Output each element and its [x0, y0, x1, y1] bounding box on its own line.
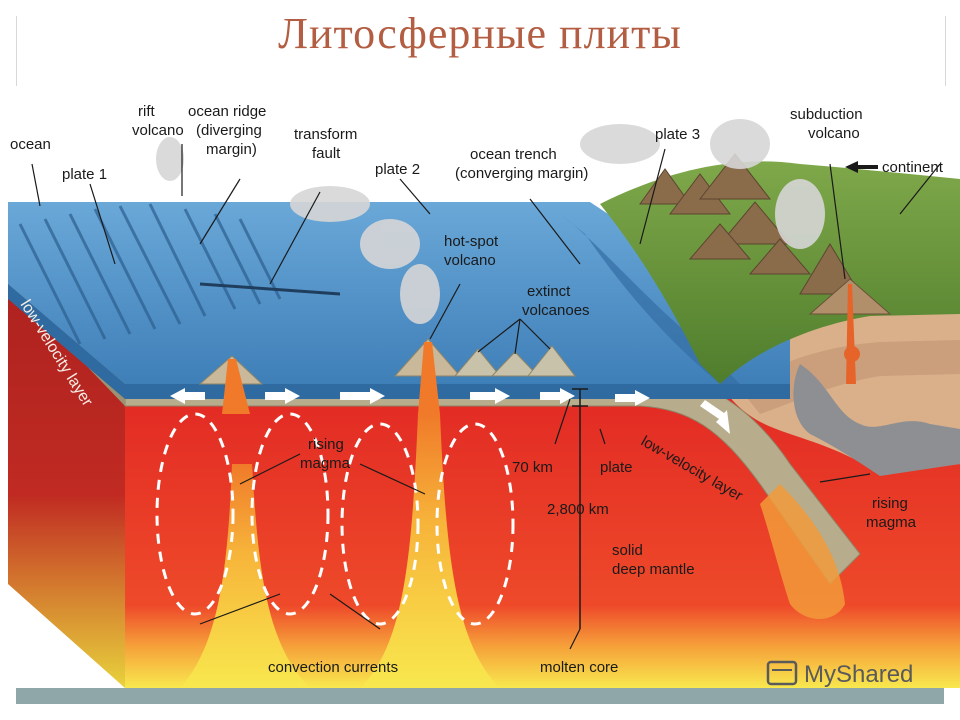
label-hot-spot-volcano: volcano — [444, 252, 496, 269]
label-2800km: 2,800 km — [547, 501, 609, 518]
label-extinct: extinct — [527, 283, 571, 300]
label-rift-volcano: volcano — [132, 122, 184, 139]
label-magma-right: magma — [866, 514, 917, 531]
hot-spot-volcano — [393, 338, 462, 414]
magma-plume-center — [360, 414, 500, 688]
label-70km: 70 km — [512, 459, 553, 476]
label-ocean-trench: ocean trench — [470, 146, 557, 163]
watermark-text: MyShared — [804, 661, 913, 688]
label-ocean-ridge: ocean ridge — [188, 103, 266, 120]
subducting-slab-magma — [760, 484, 845, 619]
watermark: MyShared — [766, 660, 913, 688]
label-subduction: subduction — [790, 106, 863, 123]
label-plate: plate — [600, 459, 633, 476]
label-deep-mantle: deep mantle — [612, 561, 695, 578]
label-ocean-ridge-margin: margin) — [206, 141, 257, 158]
label-plate2: plate 2 — [375, 161, 420, 178]
label-molten-core: molten core — [540, 659, 618, 676]
watermark-logo-icon — [766, 660, 798, 686]
label-convection: convection currents — [268, 659, 398, 676]
label-continent: continent — [882, 159, 944, 176]
label-ocean-ridge-diverging: (diverging — [196, 122, 262, 139]
label-plate3: plate 3 — [655, 126, 700, 143]
leader-lines — [31, 144, 941, 650]
slide-footer-bar — [16, 688, 944, 704]
plate-tectonics-diagram: ocean plate 1 rift volcano ocean ridge (… — [8, 103, 960, 688]
label-solid: solid — [612, 542, 643, 559]
label-extinct-volcanoes: volcanoes — [522, 302, 590, 319]
rift-volcano — [198, 355, 264, 414]
depth-scale — [572, 388, 588, 629]
label-magma-left: magma — [300, 455, 351, 472]
label-plate1: plate 1 — [62, 166, 107, 183]
label-transform: transform — [294, 126, 357, 143]
plate-motion-arrows — [170, 388, 730, 434]
transform-fault-line — [199, 282, 341, 296]
label-fault: fault — [312, 145, 341, 162]
subduction-volcano — [808, 278, 892, 384]
label-converging-margin: (converging margin) — [455, 165, 588, 182]
label-hot-spot: hot-spot — [444, 233, 499, 250]
label-rift: rift — [138, 103, 155, 120]
label-ocean: ocean — [10, 136, 51, 153]
label-rising-right: rising — [872, 495, 908, 512]
continent-arrow — [845, 161, 878, 173]
extinct-volcanoes — [453, 345, 577, 377]
ocean-floor-ridges — [18, 203, 282, 345]
title-frame — [16, 16, 946, 86]
label-subduction-volcano: volcano — [808, 125, 860, 142]
volcanic-smoke — [156, 119, 825, 324]
convection-loops — [155, 412, 515, 626]
label-rising-left: rising — [308, 436, 344, 453]
page-title: Литосферные плиты — [278, 9, 682, 58]
magma-plume-left — [180, 464, 310, 688]
mountain-range — [639, 153, 861, 295]
